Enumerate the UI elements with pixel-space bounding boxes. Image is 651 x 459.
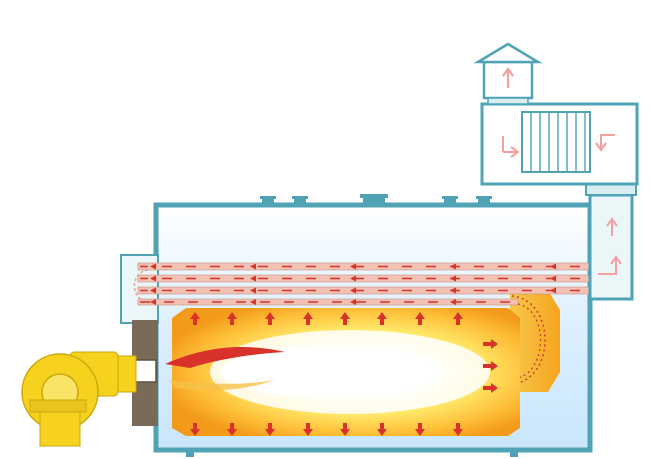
heat-arrows-up <box>190 312 463 325</box>
top-nozzles <box>260 194 492 205</box>
flame <box>165 330 490 414</box>
burner <box>21 320 158 447</box>
bottom-drains <box>186 449 518 457</box>
flue-flow-lines <box>140 265 580 303</box>
heat-arrows-down <box>190 423 463 436</box>
heat-arrows-right <box>483 339 498 393</box>
flue-flow-arrows <box>150 263 556 305</box>
stack-duct <box>585 182 637 301</box>
economizer <box>480 102 639 186</box>
rear-turnaround-chamber <box>510 290 560 392</box>
chimney-cap <box>473 42 543 105</box>
